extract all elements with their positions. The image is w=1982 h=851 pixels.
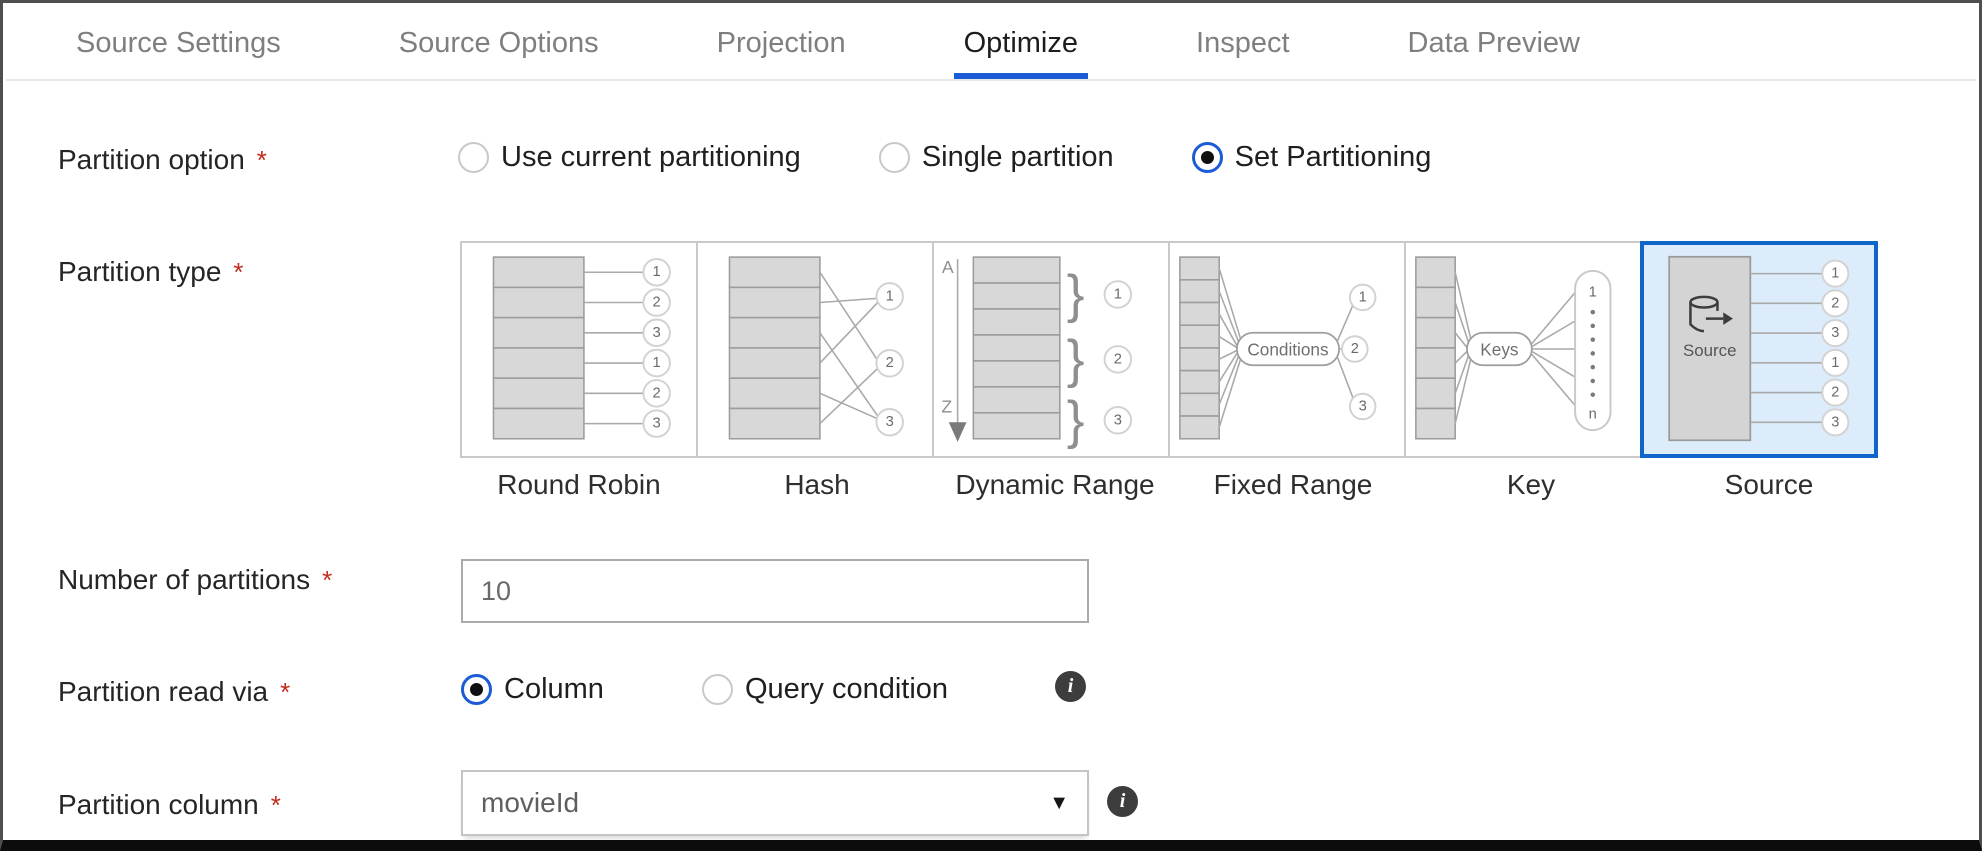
- partition-number: 3: [1114, 412, 1122, 428]
- tile-caption-fixed-range: Fixed Range: [1213, 469, 1373, 500]
- radio-use-current-partitioning[interactable]: Use current partitioning: [458, 141, 801, 174]
- tile-key[interactable]: Keys 1 n: [1404, 241, 1642, 458]
- partition-type-label: Partition type *: [58, 256, 244, 288]
- partition-number: 2: [1114, 351, 1122, 367]
- partition-column-dropdown[interactable]: movieId ▼: [461, 770, 1089, 836]
- radio-icon: [458, 142, 489, 173]
- round-robin-diagram: 1 2 3 1 2 3: [492, 256, 671, 440]
- fixed-range-diagram: Conditions 1 2 3: [1179, 256, 1377, 440]
- required-asterisk: *: [280, 677, 291, 707]
- info-icon[interactable]: i: [1055, 671, 1086, 702]
- radio-single-partition[interactable]: Single partition: [878, 141, 1114, 174]
- keys-pill-label: Keys: [1480, 340, 1518, 360]
- range-end-label: Z: [941, 397, 952, 417]
- partition-number: 2: [1351, 341, 1359, 357]
- partition-number: 2: [1831, 385, 1839, 401]
- dropdown-selected-value: movieId: [481, 787, 580, 818]
- radio-selected-icon: [1191, 142, 1223, 173]
- tile-source[interactable]: Source 1 2 3 1 2 3: [1640, 241, 1878, 458]
- partition-number: 2: [1831, 295, 1839, 311]
- partition-number: 2: [653, 295, 661, 311]
- required-asterisk: *: [322, 565, 333, 595]
- brace-icon: }: [1067, 265, 1085, 324]
- partition-number: 3: [886, 414, 894, 430]
- radio-label: Set Partitioning: [1234, 141, 1432, 173]
- radio-set-partitioning[interactable]: Set Partitioning: [1191, 141, 1432, 174]
- tile-caption-source: Source: [1724, 469, 1814, 500]
- partition-number: 1: [653, 264, 661, 280]
- partition-read-via-radio-group: Column Query condition: [461, 673, 948, 706]
- radio-label: Use current partitioning: [501, 141, 801, 173]
- tab-source-options[interactable]: Source Options: [398, 27, 599, 59]
- tile-hash[interactable]: 1 2 3: [696, 241, 934, 458]
- tab-optimize[interactable]: Optimize: [954, 8, 1088, 79]
- partition-number: 1: [1114, 286, 1122, 302]
- database-export-icon: [1689, 295, 1724, 333]
- partition-number: 2: [653, 385, 661, 401]
- partition-number: 3: [1359, 399, 1367, 415]
- brace-icon: }: [1067, 391, 1085, 450]
- partition-option-radio-group: Use current partitioning Single partitio…: [458, 141, 1431, 174]
- radio-query-condition[interactable]: Query condition: [701, 673, 949, 706]
- partition-column-label: Partition column *: [58, 789, 281, 821]
- partition-number: 1: [886, 288, 894, 304]
- radio-column[interactable]: Column: [461, 673, 604, 706]
- number-of-partitions-label: Number of partitions *: [58, 564, 332, 596]
- partition-number: 1: [653, 355, 661, 371]
- label-text: Partition type: [58, 256, 222, 287]
- tile-caption-row: Round Robin Hash Dynamic Range Fixed Ran…: [460, 469, 1888, 501]
- required-asterisk: *: [256, 145, 267, 175]
- partition-number: 3: [1831, 414, 1839, 430]
- number-of-partitions-input[interactable]: [461, 559, 1089, 623]
- partition-number: 1: [1831, 266, 1839, 282]
- tile-round-robin[interactable]: 1 2 3 1 2 3: [460, 241, 698, 458]
- partition-read-via-label: Partition read via *: [58, 676, 290, 708]
- tile-caption-round-robin: Round Robin: [497, 469, 661, 500]
- brace-icon: }: [1067, 330, 1085, 389]
- partition-option-label: Partition option *: [58, 144, 267, 176]
- source-box-label: Source: [1683, 341, 1737, 360]
- radio-label: Single partition: [921, 141, 1114, 173]
- label-text: Partition option: [58, 144, 245, 175]
- tile-caption-dynamic-range: Dynamic Range: [955, 469, 1155, 500]
- partition-number: 3: [1831, 325, 1839, 341]
- tile-dynamic-range[interactable]: A Z } } } 1 2 3: [932, 241, 1170, 458]
- partition-type-tile-group: 1 2 3 1 2 3: [460, 241, 1878, 458]
- partition-number: n: [1589, 406, 1597, 422]
- required-asterisk: *: [233, 257, 244, 287]
- label-text: Partition column: [58, 789, 259, 820]
- range-start-label: A: [942, 257, 954, 277]
- required-asterisk: *: [270, 790, 281, 820]
- dynamic-range-diagram: A Z } } } 1 2 3: [941, 256, 1133, 450]
- radio-icon: [701, 674, 733, 705]
- tile-caption-hash: Hash: [784, 469, 850, 500]
- radio-label: Column: [504, 673, 604, 705]
- tab-data-preview[interactable]: Data Preview: [1407, 27, 1580, 59]
- info-icon[interactable]: i: [1107, 786, 1138, 817]
- tile-fixed-range[interactable]: Conditions 1 2 3: [1168, 241, 1406, 458]
- tab-projection[interactable]: Projection: [716, 27, 846, 59]
- conditions-pill-label: Conditions: [1247, 340, 1328, 360]
- chevron-down-icon: ▼: [1049, 791, 1069, 814]
- tab-inspect[interactable]: Inspect: [1196, 27, 1290, 59]
- radio-icon: [878, 142, 910, 173]
- partition-number: 1: [1589, 284, 1597, 300]
- partition-number: 2: [886, 355, 894, 371]
- source-diagram: Source 1 2 3 1 2 3: [1668, 255, 1850, 442]
- partition-number: 1: [1831, 355, 1839, 371]
- label-text: Partition read via: [58, 676, 269, 707]
- label-text: Number of partitions: [58, 564, 311, 595]
- hash-diagram: 1 2 3: [728, 256, 904, 440]
- partition-number: 3: [653, 416, 661, 432]
- tab-bar: Source Settings Source Options Projectio…: [6, 8, 1976, 81]
- radio-label: Query condition: [744, 673, 949, 705]
- radio-selected-icon: [461, 674, 492, 705]
- key-diagram: Keys 1 n: [1415, 256, 1612, 440]
- partition-number: 1: [1359, 289, 1367, 305]
- tab-source-settings[interactable]: Source Settings: [76, 27, 281, 59]
- partition-number: 3: [653, 325, 661, 341]
- tile-caption-key: Key: [1506, 469, 1556, 500]
